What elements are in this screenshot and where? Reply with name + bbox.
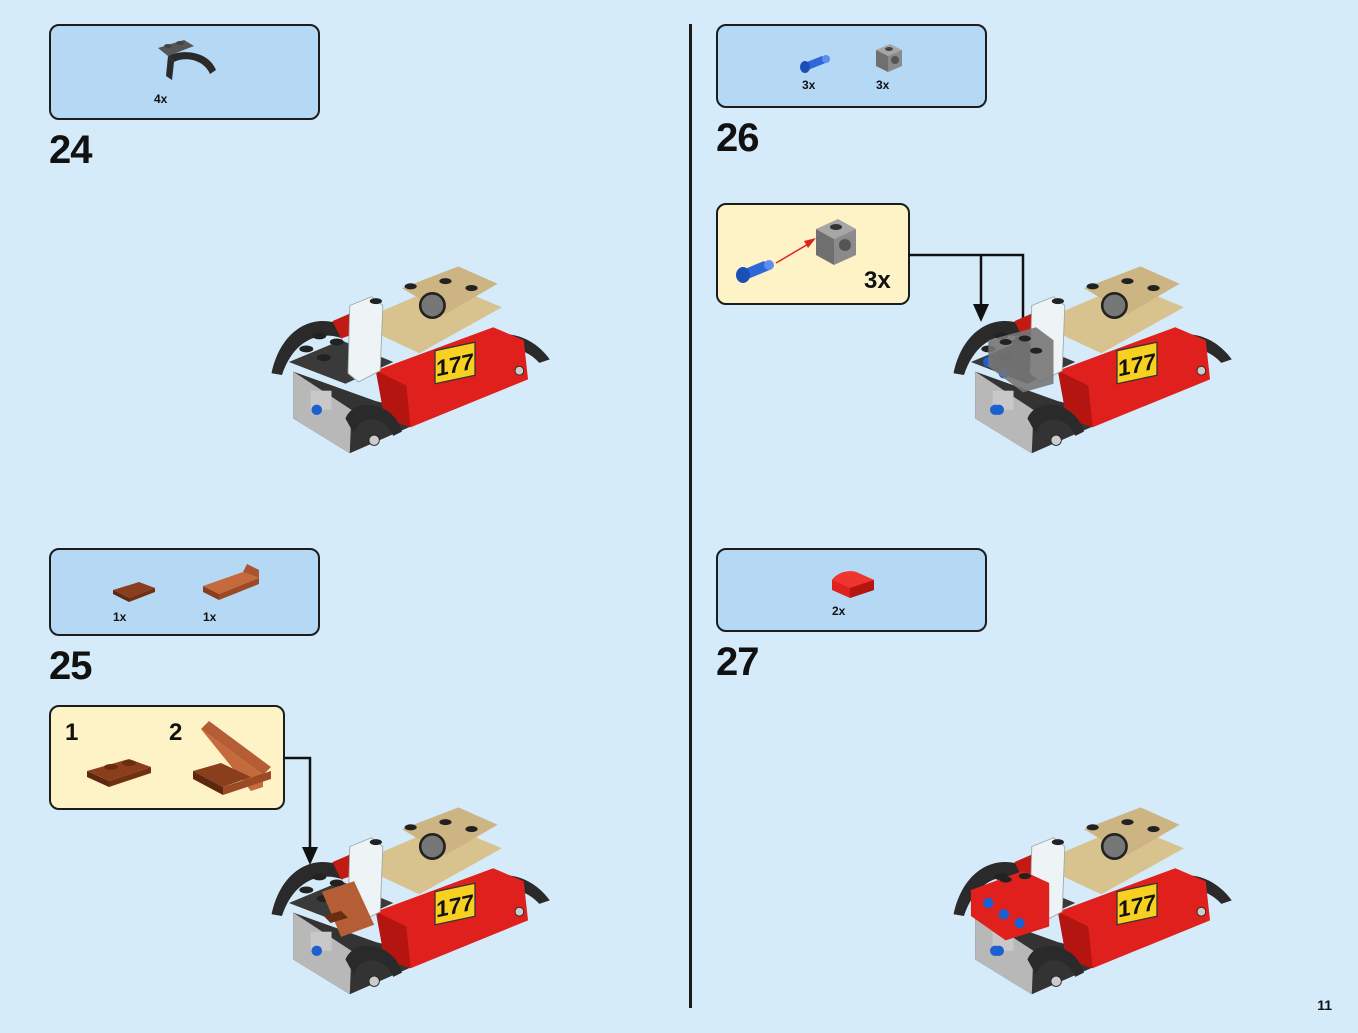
car-model-step-27 — [952, 806, 1234, 996]
red-curved-slope-icon — [832, 571, 874, 598]
brown-bracket-icon — [193, 721, 271, 795]
part-quantity: 2x — [832, 604, 846, 618]
car-model-step-24 — [270, 265, 552, 455]
gray-technic-brick-icon — [876, 44, 902, 72]
subassembly-callout-step-25: 1 2 — [49, 705, 285, 810]
step-number: 25 — [49, 644, 92, 688]
blue-pin-icon — [800, 55, 830, 73]
parts-callout-step-26: 3x 3x — [716, 24, 987, 108]
brown-plate-icon — [113, 582, 155, 602]
subassembly-callout-step-26: 3x — [716, 203, 910, 305]
substep-number: 1 — [65, 719, 79, 746]
page-number: 11 — [1317, 997, 1332, 1013]
step-number: 24 — [49, 128, 92, 172]
part-quantity: 3x — [802, 78, 816, 92]
step-number: 27 — [716, 640, 759, 684]
subassembly-quantity: 3x — [864, 267, 891, 294]
part-quantity: 4x — [154, 92, 168, 106]
step-number: 26 — [716, 116, 759, 160]
gray-technic-brick-icon — [816, 219, 856, 265]
part-quantity: 3x — [876, 78, 890, 92]
connector-arrow — [285, 756, 318, 865]
parts-callout-step-25: 1x 1x — [49, 548, 320, 636]
substep-number: 2 — [169, 719, 183, 746]
mudguard-arch-icon — [158, 40, 216, 80]
brown-bracket-icon — [203, 564, 259, 600]
brown-plate-icon — [87, 759, 151, 787]
car-model-step-25 — [270, 806, 552, 996]
insert-arrow — [775, 238, 816, 264]
part-quantity: 1x — [203, 610, 217, 624]
parts-callout-step-27: 2x — [716, 548, 987, 632]
blue-pin-icon — [736, 260, 774, 283]
car-model-step-26 — [952, 265, 1234, 455]
column-divider — [689, 24, 692, 1008]
part-quantity: 1x — [113, 610, 127, 624]
parts-callout-step-24: 4x — [49, 24, 320, 120]
